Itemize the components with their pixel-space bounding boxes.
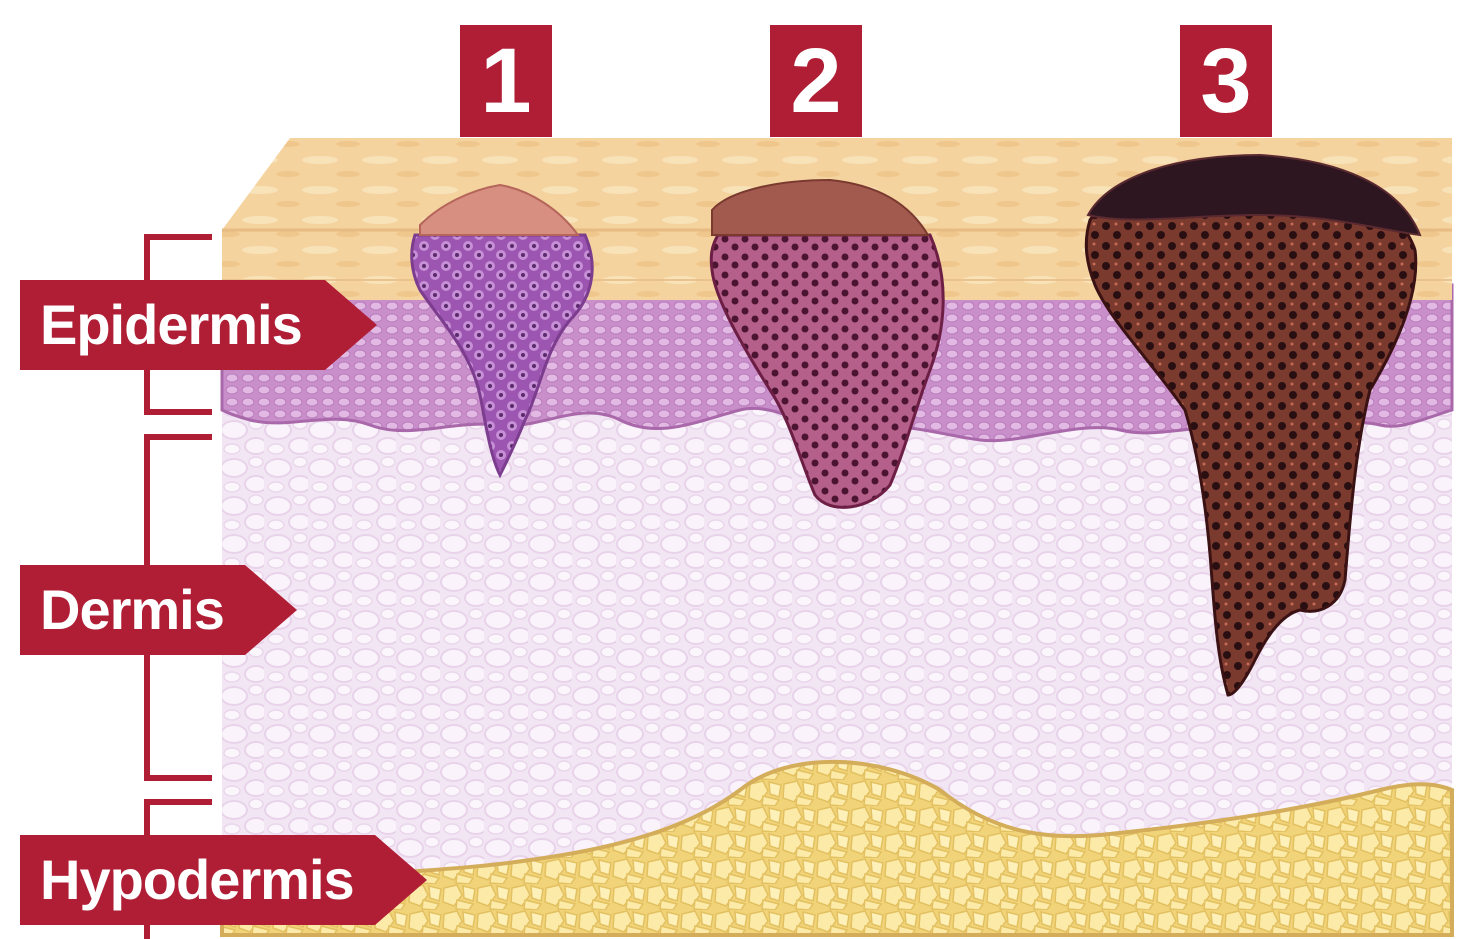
stage-badge-3: 3	[1180, 25, 1272, 137]
label-dermis: Dermis	[20, 565, 245, 655]
stage-badge-2: 2	[770, 25, 862, 137]
label-hypodermis: Hypodermis	[20, 835, 375, 925]
stage-badge-1: 1	[460, 25, 552, 137]
label-epidermis: Epidermis	[20, 280, 325, 370]
